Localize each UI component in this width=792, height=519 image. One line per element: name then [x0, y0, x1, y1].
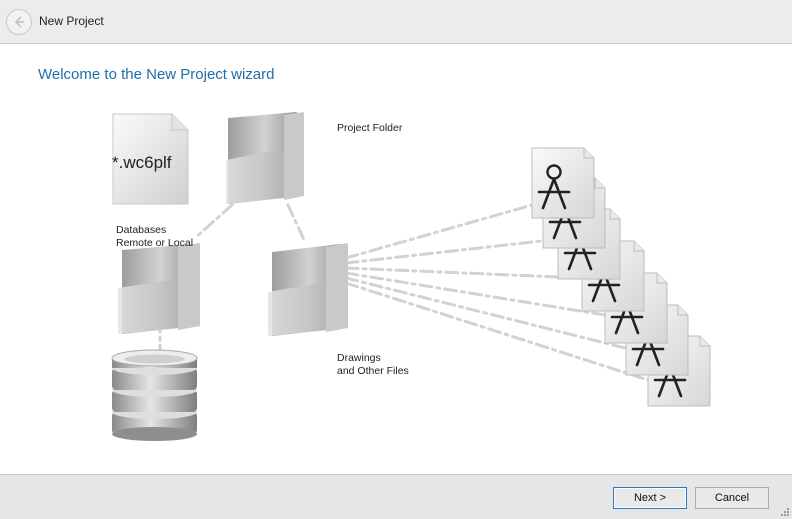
drawing-file-icon [530, 146, 596, 220]
project-diagram: *.wc6plf [111, 112, 712, 441]
file-extension: *.wc6plf [112, 153, 172, 172]
label-databases-line2: Remote or Local [116, 237, 194, 249]
resize-grip-icon[interactable] [780, 507, 790, 517]
window-title: New Project [39, 14, 104, 28]
back-button[interactable] [6, 9, 32, 35]
back-arrow-icon [14, 16, 24, 28]
folder-icon [118, 243, 200, 334]
database-icon [111, 349, 198, 441]
label-drawings-line1: Drawings [337, 352, 381, 364]
label-drawings-line2: and Other Files [337, 365, 409, 377]
connector-lines [158, 203, 650, 382]
footer-bar: Next > Cancel [0, 474, 792, 519]
drawing-files-stack [530, 146, 712, 408]
cancel-button[interactable]: Cancel [695, 487, 769, 509]
next-button[interactable]: Next > [613, 487, 687, 509]
folder-icon [226, 112, 304, 204]
label-drawings: Drawings and Other Files [337, 352, 409, 378]
folder-icon [268, 243, 348, 336]
label-databases-line1: Databases [116, 224, 167, 236]
label-databases: Databases Remote or Local [116, 224, 193, 250]
label-project-folder: Project Folder [337, 122, 403, 134]
file-icon: *.wc6plf [112, 113, 189, 205]
title-bar: New Project [0, 0, 792, 44]
page-heading: Welcome to the New Project wizard [38, 66, 275, 83]
